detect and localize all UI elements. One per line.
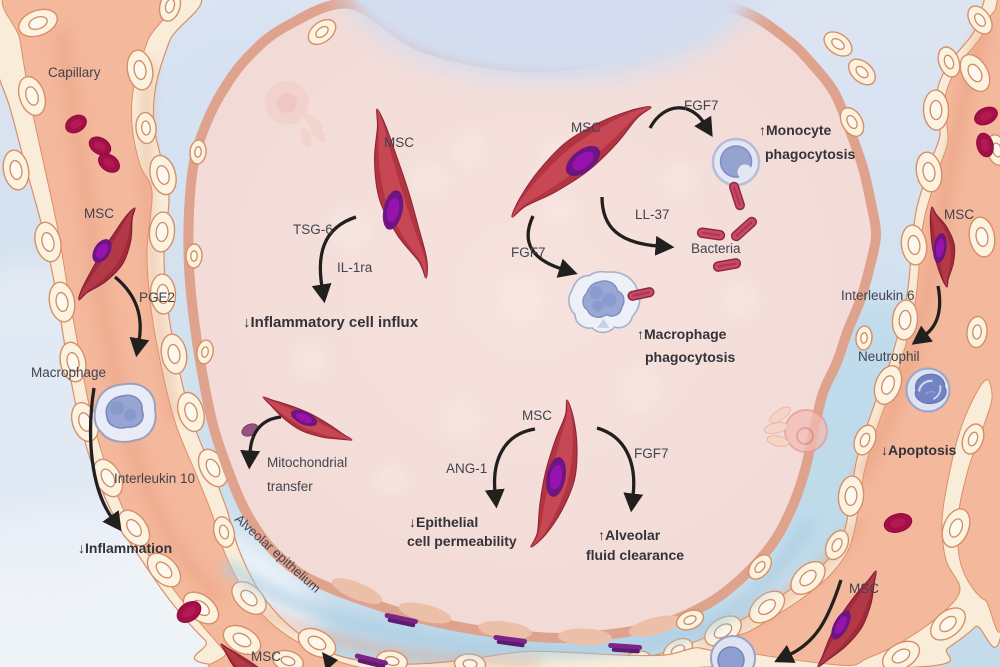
svg-text:MSC: MSC [84,206,114,221]
svg-text:FGF7: FGF7 [511,245,546,260]
svg-text:cell permeability: cell permeability [407,533,517,549]
svg-text:↑Macrophage: ↑Macrophage [637,326,727,342]
svg-text:phagocytosis: phagocytosis [645,349,735,365]
svg-text:Bacteria: Bacteria [691,241,741,256]
svg-text:MSC: MSC [944,207,974,222]
svg-text:↓Epithelial: ↓Epithelial [409,514,478,530]
svg-text:Interleukin 10: Interleukin 10 [114,471,195,486]
svg-text:Macrophage: Macrophage [31,365,106,380]
svg-text:Mitochondrial: Mitochondrial [267,455,347,470]
svg-text:fluid clearance: fluid clearance [586,547,684,563]
svg-text:LL-37: LL-37 [635,207,670,222]
svg-text:↑Alveolar: ↑Alveolar [598,527,661,543]
svg-text:MSC: MSC [849,581,879,596]
svg-text:ANG-1: ANG-1 [446,461,487,476]
svg-text:MSC: MSC [251,649,281,664]
svg-text:MSC: MSC [384,135,414,150]
svg-text:MSC: MSC [571,120,601,135]
svg-text:phagocytosis: phagocytosis [765,146,855,162]
svg-text:↑Monocyte: ↑Monocyte [759,122,832,138]
svg-text:MSC: MSC [522,408,552,423]
svg-text:PGE2: PGE2 [139,290,175,305]
svg-text:FGF7: FGF7 [684,98,719,113]
svg-text:TSG-6: TSG-6 [293,222,333,237]
svg-text:↓Apoptosis: ↓Apoptosis [881,442,957,458]
svg-text:FGF7: FGF7 [634,446,669,461]
svg-text:Capillary: Capillary [48,65,101,80]
svg-text:↓Inflammatory cell influx: ↓Inflammatory cell influx [243,314,419,331]
svg-text:Interleukin 6: Interleukin 6 [841,288,915,303]
svg-text:IL-1ra: IL-1ra [337,260,373,275]
svg-text:↓Inflammation: ↓Inflammation [78,540,172,556]
svg-text:transfer: transfer [267,479,313,494]
svg-text:Neutrophil: Neutrophil [858,349,920,364]
